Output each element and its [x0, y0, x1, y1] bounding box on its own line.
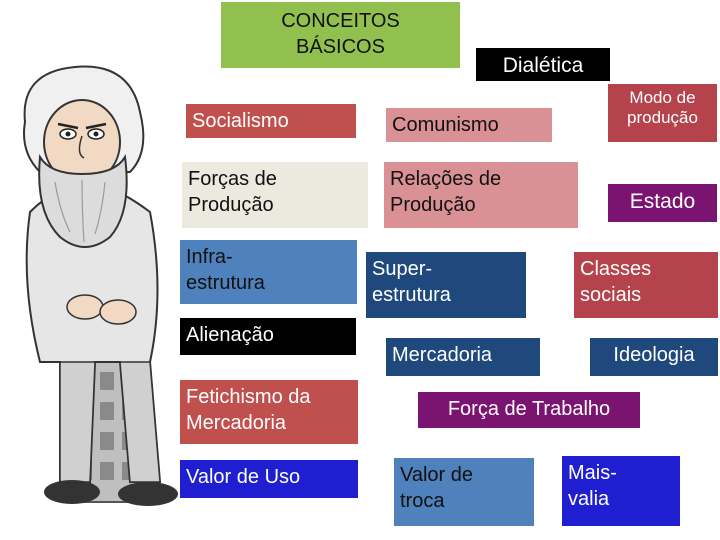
karl-marx-caricature-icon [23, 65, 178, 506]
concept-valor-de-troca: Valor de troca [394, 458, 534, 526]
concept-comunismo: Comunismo [386, 108, 552, 142]
concept-infraestrutura: Infra- estrutura [180, 240, 357, 304]
concept-superestrutura: Super- estrutura [366, 252, 526, 318]
concept-ideologia: Ideologia [590, 338, 718, 376]
concept-mercadoria: Mercadoria [386, 338, 540, 376]
title-box: CONCEITOS BÁSICOS [221, 2, 460, 68]
concept-estado: Estado [608, 184, 717, 222]
concept-fetichismo-da-mercadoria: Fetichismo da Mercadoria [180, 380, 358, 444]
concept-forcas-de-producao: Forças de Produção [182, 162, 368, 228]
concept-dialetica: Dialética [476, 48, 610, 81]
concept-socialismo: Socialismo [186, 104, 356, 138]
concept-mais-valia: Mais- valia [562, 456, 680, 526]
concept-alienacao: Alienação [180, 318, 356, 355]
concept-relacoes-de-producao: Relações de Produção [384, 162, 578, 228]
concept-valor-de-uso: Valor de Uso [180, 460, 358, 498]
concept-modo-de-producao: Modo de produção [608, 84, 717, 142]
concept-forca-de-trabalho: Força de Trabalho [418, 392, 640, 428]
concept-classes-sociais: Classes sociais [574, 252, 718, 318]
